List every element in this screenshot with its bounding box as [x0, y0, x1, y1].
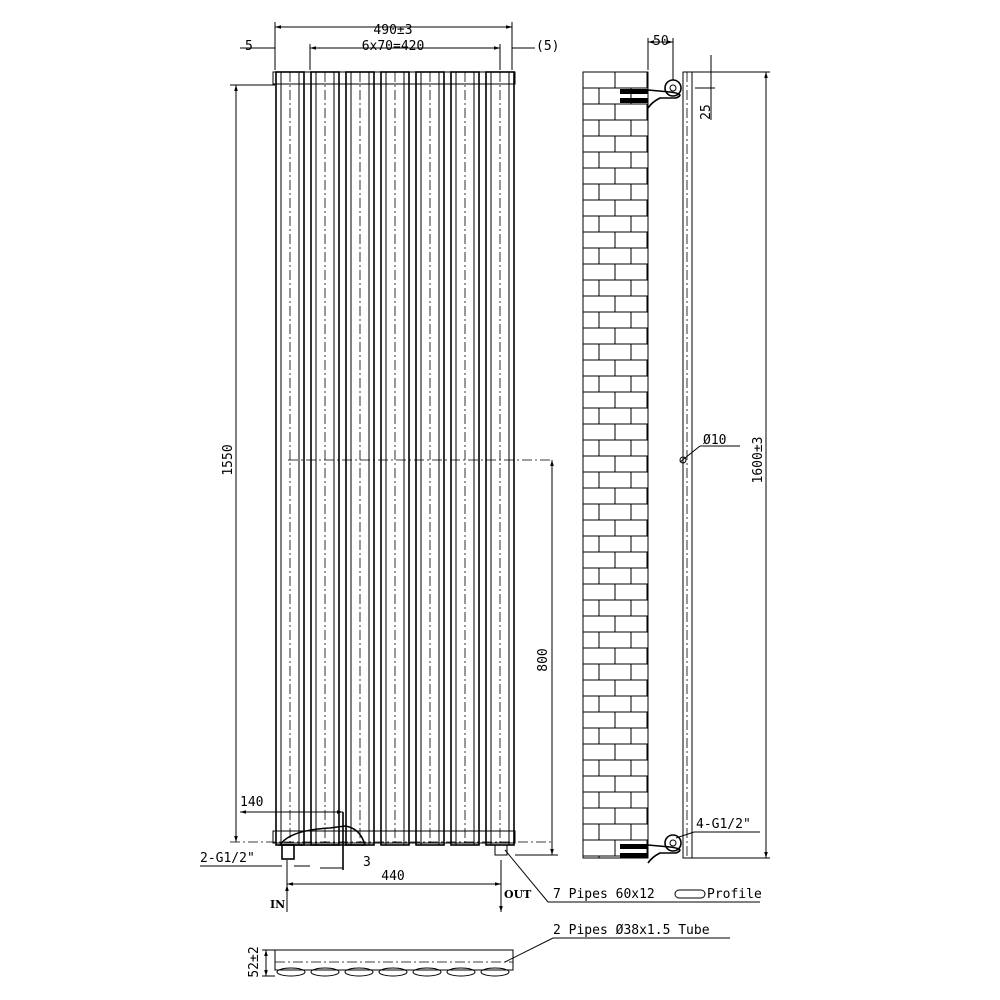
valve-cover [278, 825, 367, 846]
pipes-leader [504, 849, 760, 903]
pipe-section [446, 967, 476, 977]
depth-label: 52±2 [247, 946, 262, 977]
radiator-profile [682, 71, 693, 859]
inlet-fitting [281, 844, 295, 860]
front-view [200, 22, 760, 912]
wall-plug [620, 98, 648, 103]
outlet-fitting [494, 844, 508, 856]
side-view [582, 38, 770, 864]
left-offset-label: 5 [245, 39, 253, 54]
top-view [262, 937, 730, 977]
connection-spacing-label: 440 [381, 869, 404, 884]
pitch-label: 6x70=420 [362, 39, 425, 54]
bracket-hole-label: Ø10 [703, 433, 726, 448]
connection-label: 2-G1/2" [200, 851, 255, 866]
pipe-section [378, 967, 408, 977]
wall-plug [620, 844, 648, 849]
top-header [272, 71, 516, 85]
top-offset-label: 25 [699, 104, 714, 120]
gap-label: 3 [363, 855, 371, 870]
wall-plug [620, 89, 648, 94]
outlet-label: OUT [504, 888, 532, 901]
bracket-pipe [664, 834, 682, 852]
height-1550-label: 1550 [221, 444, 236, 475]
overall-width-label: 490±3 [373, 23, 412, 38]
profile-callout: Profile [707, 887, 762, 902]
pipe-section [480, 967, 510, 977]
bracket-hole [669, 839, 677, 847]
wall-offset-label: 50 [653, 34, 669, 49]
tube-leader [504, 937, 730, 963]
inlet-offset-label: 140 [240, 795, 263, 810]
pipe-section [310, 967, 340, 977]
bracket-hole [669, 84, 677, 92]
center-height-label: 800 [536, 648, 551, 671]
bracket-hole-mid [679, 456, 687, 464]
inlet-label: IN [270, 898, 285, 911]
fittings-leader [675, 831, 760, 839]
pipes-callout: 7 Pipes 60x12 [553, 887, 655, 902]
right-offset-label: (5) [536, 39, 559, 54]
tube-callout: 2 Pipes Ø38x1.5 Tube [553, 923, 710, 938]
pipe-section [412, 967, 442, 977]
wall-bracket [647, 89, 681, 109]
line [679, 445, 701, 463]
overall-height-label: 1600±3 [751, 437, 766, 484]
pipe-section [344, 967, 374, 977]
bottom-header [272, 830, 516, 844]
pipe-section [276, 967, 306, 977]
profile-icon [674, 889, 706, 899]
wall-bracket [647, 844, 681, 864]
wall-plug [620, 853, 648, 858]
top-header-tube [274, 949, 514, 971]
fittings-label: 4-G1/2" [696, 817, 751, 832]
